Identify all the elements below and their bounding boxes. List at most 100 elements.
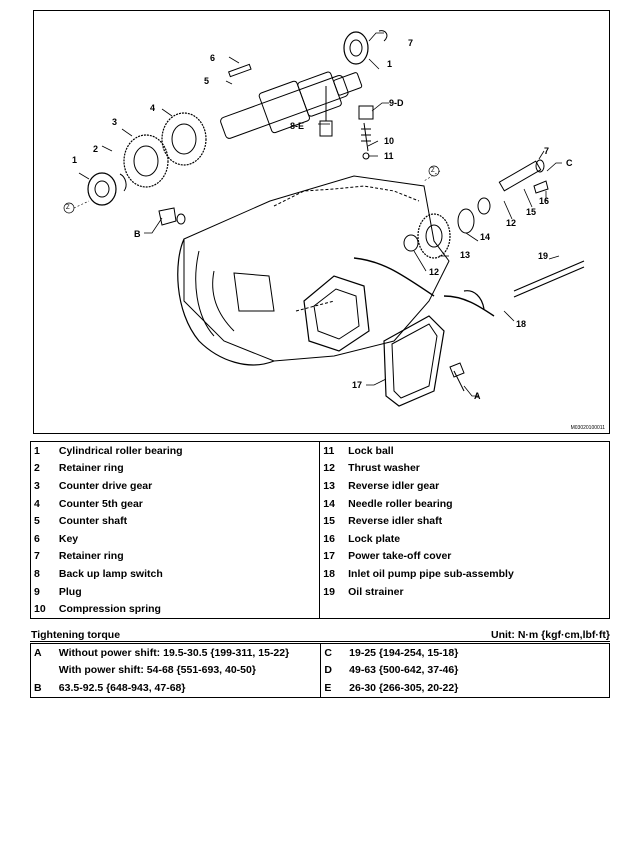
callout-1-left: 1 — [72, 155, 78, 165]
part-number: 6 — [34, 532, 40, 545]
callout-6: 6 — [210, 53, 216, 63]
callout-a: A — [474, 391, 481, 401]
callout-12-upper: 12 — [506, 218, 517, 228]
part-name: Inlet oil pump pipe sub-assembly — [348, 567, 514, 580]
torque-code: B — [34, 681, 42, 694]
part-name: Oil strainer — [348, 585, 404, 598]
torque-value: 49-63 {500-642, 37-46} — [349, 664, 459, 677]
callout-2: 2 — [93, 144, 99, 154]
pto-opening — [303, 275, 370, 352]
torque-code: A — [34, 646, 42, 659]
callout-9-d: 9-D — [389, 98, 404, 108]
torque-code: C — [320, 643, 347, 662]
part-number: 2 — [34, 462, 40, 475]
pto-cover — [383, 315, 445, 407]
bearing-1-left — [87, 172, 117, 206]
part-name: Needle roller bearing — [348, 497, 453, 510]
callout-3: 3 — [112, 117, 118, 127]
part-number: 8 — [34, 567, 40, 580]
torque-header: Tightening torque Unit: N·m {kgf·cm,lbf·… — [31, 629, 610, 641]
part-name: Retainer ring — [58, 462, 124, 475]
torque-value: 26-30 {266-305, 20-22} — [349, 681, 459, 694]
part-number: 19 — [319, 582, 346, 601]
reverse-idler-gear — [417, 213, 451, 259]
callout-12-lower: 12 — [429, 267, 440, 277]
callout-z-right: Z — [431, 168, 435, 174]
part-name: Reverse idler gear — [348, 479, 440, 492]
part-name: Lock plate — [348, 532, 401, 545]
part-name: Cylindrical roller bearing — [58, 444, 183, 457]
torque-code: D — [320, 661, 347, 680]
part-number: 13 — [319, 477, 346, 495]
callout-b: B — [134, 229, 141, 239]
oil-pipe — [353, 257, 495, 317]
part-number: 16 — [319, 529, 346, 548]
oil-strainer — [513, 260, 585, 298]
backup-lamp-switch — [319, 86, 333, 137]
part-name: Lock ball — [348, 444, 394, 457]
part-number: 9 — [34, 585, 40, 598]
callout-19: 19 — [538, 251, 549, 261]
ref-z-right — [428, 165, 440, 177]
callout-10: 10 — [384, 136, 395, 146]
torque-code — [31, 662, 56, 680]
torque-code: E — [320, 679, 347, 698]
callout-1-top: 1 — [387, 59, 393, 69]
figure-code: M03020100011 — [570, 425, 605, 431]
torque-rule — [30, 641, 610, 642]
part-name: Counter shaft — [58, 515, 128, 528]
counter-shaft — [220, 71, 363, 139]
callout-18: 18 — [516, 319, 527, 329]
part-name: Thrust washer — [348, 462, 420, 475]
exploded-diagram: 7 1 6 5 4 3 2 1 8-E 9-D 10 11 7 C 16 15 … — [33, 10, 610, 434]
part-name: Plug — [58, 585, 82, 598]
plug-b — [158, 207, 177, 226]
callout-14: 14 — [480, 232, 491, 242]
callout-11: 11 — [384, 151, 394, 161]
callout-4: 4 — [150, 103, 156, 113]
part-name: Power take-off cover — [348, 550, 452, 563]
part-name: Reverse idler shaft — [348, 515, 443, 528]
torque-title: Tightening torque — [31, 629, 121, 641]
part-name: Counter 5th gear — [58, 497, 143, 510]
needle-bearing — [457, 208, 475, 234]
case-outline — [183, 175, 450, 362]
part-number: 12 — [319, 459, 346, 478]
part-number: 15 — [319, 512, 346, 530]
callout-7-top: 7 — [408, 38, 414, 48]
exploded-drawing — [63, 30, 585, 407]
callout-17: 17 — [352, 380, 363, 390]
reverse-idler-shaft — [498, 160, 542, 192]
part-name: Compression spring — [58, 603, 161, 616]
bolt-a — [449, 362, 465, 392]
part-number: 1 — [34, 444, 40, 457]
part-number: 7 — [34, 550, 40, 563]
part-number: 5 — [34, 515, 40, 528]
part-name: Retainer ring — [58, 550, 124, 563]
part-number — [319, 600, 346, 619]
callout-5: 5 — [204, 76, 210, 86]
callout-7-right: 7 — [544, 146, 550, 156]
part-name — [345, 600, 609, 618]
table-row: With power shift: 54-68 {551-693, 40-50}… — [31, 661, 610, 680]
part-name: Key — [58, 532, 79, 545]
thrust-washer-upper — [477, 197, 491, 215]
callout-13: 13 — [460, 250, 471, 260]
torque-unit: Unit: N·m {kgf·cm,lbf·ft} — [491, 629, 610, 641]
callout-16: 16 — [539, 196, 550, 206]
part-number: 4 — [34, 497, 40, 510]
